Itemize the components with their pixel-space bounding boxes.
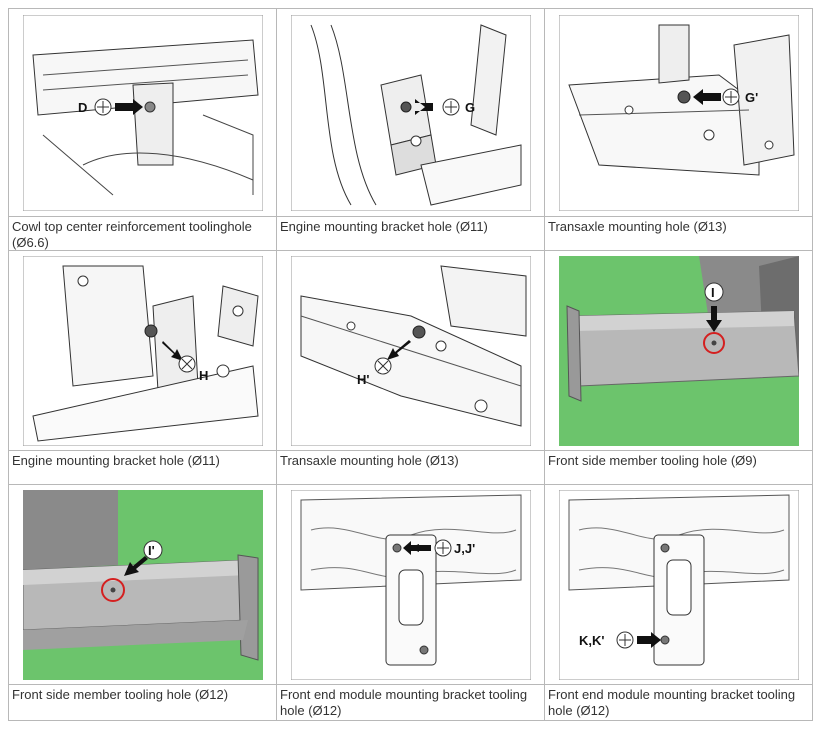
- front-end-module-j-illustration: J,J': [290, 489, 531, 680]
- caption-front-side-member-i-prime: Front side member tooling hole (Ø12): [9, 685, 277, 721]
- label-i-prime: I': [148, 543, 155, 558]
- caption-front-end-module-k: Front end module mounting bracket toolin…: [545, 685, 813, 721]
- diagram-front-side-member-i: I: [545, 251, 813, 451]
- label-i: I: [711, 285, 715, 300]
- label-h-prime: H': [357, 372, 369, 387]
- reference-table: D G: [8, 8, 813, 721]
- label-k: K,K': [579, 633, 604, 648]
- label-j: J,J': [454, 541, 475, 556]
- label-g-prime: G': [745, 90, 758, 105]
- caption-front-side-member-i: Front side member tooling hole (Ø9): [545, 451, 813, 485]
- front-side-member-i-illustration: I: [558, 255, 799, 446]
- front-end-module-k-illustration: K,K': [558, 489, 799, 680]
- diagram-transaxle-h-prime: H': [277, 251, 545, 451]
- diagram-engine-bracket-h: H: [9, 251, 277, 451]
- engine-bracket-g-illustration: G: [290, 14, 531, 211]
- caption-front-end-module-j: Front end module mounting bracket toolin…: [277, 685, 545, 721]
- diagram-front-side-member-i-prime: I': [9, 485, 277, 685]
- diagram-engine-bracket-g: G: [277, 9, 545, 217]
- diagram-transaxle-g-prime: G': [545, 9, 813, 217]
- diagram-front-end-module-k: K,K': [545, 485, 813, 685]
- label-d: D: [78, 100, 87, 115]
- caption-transaxle-h-prime: Transaxle mounting hole (Ø13): [277, 451, 545, 485]
- transaxle-h-prime-illustration: H': [290, 255, 531, 446]
- label-h: H: [199, 368, 208, 383]
- diagram-front-end-module-j: J,J': [277, 485, 545, 685]
- cowl-top-illustration: D: [22, 14, 263, 211]
- caption-transaxle-g-prime: Transaxle mounting hole (Ø13): [545, 217, 813, 251]
- front-side-member-i-prime-illustration: I': [22, 489, 263, 680]
- caption-cowl-top: Cowl top center reinforcement toolinghol…: [9, 217, 277, 251]
- caption-engine-bracket-h: Engine mounting bracket hole (Ø11): [9, 451, 277, 485]
- diagram-cowl-top-hole: D: [9, 9, 277, 217]
- transaxle-g-prime-illustration: G': [558, 14, 799, 211]
- engine-bracket-h-illustration: H: [22, 255, 263, 446]
- label-g: G: [465, 100, 475, 115]
- caption-engine-bracket-g: Engine mounting bracket hole (Ø11): [277, 217, 545, 251]
